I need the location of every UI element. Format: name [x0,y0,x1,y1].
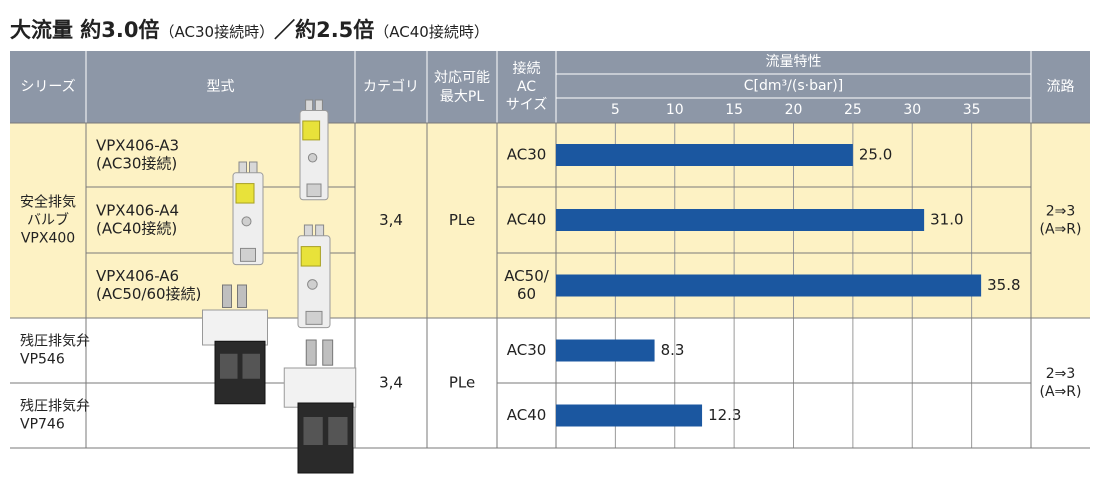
x-tick-label: 10 [666,102,684,118]
flow-path: 2⇒3 [1046,204,1076,220]
valve-image-a4 [232,161,264,266]
header-series: シリーズ [20,79,75,95]
model-name: VPX406-A4 [96,202,179,220]
valve-image-vp746 [283,339,357,474]
valve-image-a6 [297,224,331,329]
header-pl: 対応可能 [434,70,490,86]
header-connection: サイズ [506,97,548,113]
flow-bar [556,209,925,231]
series-name: VP746 [20,417,65,433]
connection-size: AC40 [507,406,547,424]
valve-image-vp546 [202,284,268,405]
series-name: 残圧排気弁 [20,334,90,350]
header-pl: 最大PL [440,89,484,105]
x-tick-label: 5 [611,102,620,118]
header-connection: 接続 [513,60,541,77]
header-flow-unit: C[dm³/(s·bar)] [744,78,843,94]
series-name: VPX400 [21,231,75,247]
title-separator: ／ [274,18,296,42]
model-name: (AC30接続) [96,155,177,173]
header-category: カテゴリ [363,78,419,95]
bar-value-label: 35.8 [987,276,1020,294]
header-model: 型式 [207,79,235,95]
header-bg [10,51,1090,123]
x-tick-label: 15 [725,102,743,118]
header-flow-title: 流量特性 [766,54,822,70]
flow-path: 2⇒3 [1046,366,1076,382]
pl-value: PLe [449,374,475,392]
page-title: 大流量 約3.0倍（AC30接続時）／約2.5倍（AC40接続時） [10,14,489,44]
series-name: 残圧排気弁 [20,399,90,415]
x-tick-label: 35 [963,102,981,118]
series-name: バルブ [27,212,69,229]
x-tick-label: 30 [903,102,921,118]
connection-size: AC30 [507,146,547,164]
flow-bar [556,404,703,427]
header-path: 流路 [1047,79,1075,95]
x-tick-label: 20 [785,102,803,118]
title-part3: 約2.5倍 [295,18,375,42]
model-name: (AC40接続) [96,220,177,238]
category-value: 3,4 [379,211,403,229]
bar-value-label: 8.3 [661,341,685,359]
flow-bar [556,274,982,297]
x-tick-label: 25 [844,102,862,118]
flow-path: (A⇒R) [1040,222,1082,238]
series-name: VP546 [20,352,65,368]
category-value: 3,4 [379,374,403,392]
model-name: VPX406-A3 [96,137,179,155]
connection-size: 60 [517,285,536,303]
bar-value-label: 31.0 [930,211,963,229]
title-part1: 大流量 約3.0倍 [10,18,160,42]
title-part2: （AC30接続時） [159,23,275,41]
flow-path: (A⇒R) [1040,384,1082,400]
header-connection: AC [517,79,536,95]
model-name: (AC50/60接続) [96,285,201,303]
flow-bar [556,144,853,166]
bar-value-label: 25.0 [859,146,892,164]
connection-size: AC40 [507,211,547,229]
model-name: VPX406-A6 [96,267,179,285]
connection-size: AC30 [507,341,547,359]
title-part4: （AC40接続時） [374,23,489,41]
flow-bar [556,339,655,362]
valve-image-a3 [299,99,329,201]
connection-size: AC50/ [504,267,550,285]
series-name: 安全排気 [20,194,76,211]
pl-value: PLe [449,211,475,229]
bar-value-label: 12.3 [708,406,741,424]
